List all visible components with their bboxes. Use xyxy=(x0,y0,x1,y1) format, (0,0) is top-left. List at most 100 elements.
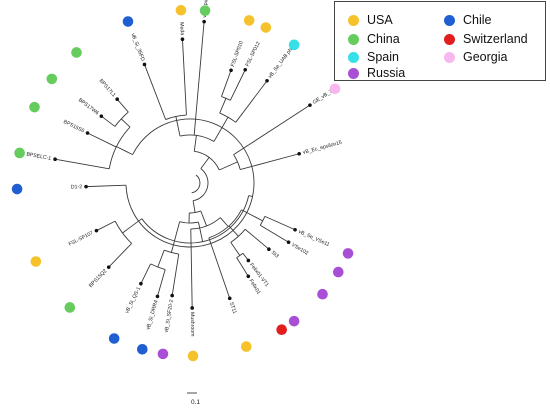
tip-node xyxy=(180,37,185,41)
tip-node xyxy=(227,296,232,301)
clade-arc xyxy=(179,221,199,224)
country-marker-usa xyxy=(30,256,42,267)
root-arc xyxy=(191,174,201,194)
leaf-label: BPS17L1 xyxy=(98,78,117,99)
clade-arc xyxy=(194,150,220,171)
country-marker-georgia xyxy=(329,83,341,95)
scale-bar-label: 0.1 xyxy=(191,399,200,406)
tip-branch xyxy=(235,80,268,123)
country-marker-chile xyxy=(108,333,120,344)
legend-label-china: China xyxy=(367,32,400,46)
clade-arc xyxy=(114,111,129,127)
country-marker-china xyxy=(64,302,76,313)
tip-node xyxy=(142,62,147,67)
tip-branch xyxy=(140,263,151,284)
tip-node xyxy=(106,265,111,269)
internal-branch xyxy=(193,91,199,136)
tip-branch xyxy=(157,269,166,297)
country-marker-china xyxy=(199,5,211,16)
clade-arc xyxy=(236,252,244,259)
leaf-label: vB_Ec_epsilon15 xyxy=(302,140,342,156)
legend-item-usa: USA xyxy=(348,12,393,28)
legend-label-russia: Russia xyxy=(367,66,406,80)
tip-node xyxy=(99,114,104,118)
tip-branch xyxy=(87,132,117,148)
internal-branch xyxy=(120,118,131,128)
tip-node xyxy=(308,103,312,107)
legend-item-chile: Chile xyxy=(444,12,492,28)
leaf-label: FSL-SP107 xyxy=(68,230,95,248)
tip-node xyxy=(297,151,301,156)
internal-branch xyxy=(219,217,229,227)
tip-branch xyxy=(260,224,289,243)
tip-node xyxy=(84,184,88,189)
clade-arc xyxy=(179,134,215,142)
internal-branch xyxy=(116,146,133,156)
tip-branch xyxy=(190,248,193,308)
clade-arc xyxy=(221,96,231,101)
internal-branch xyxy=(233,144,249,156)
scale-bar: 0.1 xyxy=(187,392,200,406)
country-marker-china xyxy=(46,73,58,85)
leaf-label: Mushroom xyxy=(189,312,195,337)
clade-arc xyxy=(114,220,132,244)
internal-branch xyxy=(170,221,181,253)
tip-node xyxy=(246,274,251,279)
tip-branch xyxy=(96,220,116,232)
leaf-label: BPS17W6 xyxy=(77,97,100,116)
leaf-label: vB_Si_DRR4 xyxy=(145,299,159,330)
country-marker-russia xyxy=(157,348,169,360)
clade-arc xyxy=(125,118,255,248)
internal-branch xyxy=(200,157,210,169)
country-marker-chile xyxy=(11,183,23,195)
country-markers xyxy=(11,4,354,362)
clade-arc xyxy=(190,217,221,230)
leaf-label: vB_Si_35FD xyxy=(129,33,145,63)
tip-branch xyxy=(101,115,116,127)
leaf-label: VSe102 xyxy=(290,242,309,257)
legend: USA China Spain Russia Chile Switzerland… xyxy=(334,1,546,81)
tip-branch xyxy=(236,257,249,277)
tip-branch xyxy=(86,184,127,188)
leaf-label: vB_Si_QS-1 xyxy=(124,286,142,314)
tip-branch xyxy=(144,64,167,120)
tip-node xyxy=(139,281,143,286)
country-marker-russia xyxy=(332,266,344,278)
legend-swatch-georgia xyxy=(444,51,455,63)
tip-branch xyxy=(208,237,231,299)
leaf-label: Felix01 xyxy=(248,278,262,295)
country-marker-russia xyxy=(342,248,354,259)
leaf-label: ST11 xyxy=(228,301,238,314)
tip-node xyxy=(53,157,57,162)
leaf-label: BPS15S6 xyxy=(62,119,85,134)
country-marker-usa xyxy=(241,341,252,352)
tip-branch xyxy=(229,69,246,101)
tip-node xyxy=(293,227,297,232)
country-marker-usa xyxy=(187,350,199,362)
internal-branch xyxy=(200,210,207,227)
internal-branch xyxy=(157,250,165,268)
legend-item-russia: Russia xyxy=(348,65,405,81)
leaf-label: FSL-SP012 xyxy=(245,41,262,68)
tip-branch xyxy=(116,98,129,113)
legend-item-switzerland: Switzerland xyxy=(444,31,528,47)
tip-branch xyxy=(171,254,180,296)
tip-branch xyxy=(221,70,232,97)
tip-branch xyxy=(264,215,296,231)
tip-node xyxy=(170,293,174,298)
clade-arc xyxy=(259,216,266,226)
legend-label-switzerland: Switzerland xyxy=(463,32,528,46)
internal-branch xyxy=(230,242,241,256)
country-marker-russia xyxy=(317,288,328,300)
country-marker-russia xyxy=(288,315,300,327)
country-marker-switzerland xyxy=(276,324,287,336)
tip-node xyxy=(94,228,99,233)
country-marker-usa xyxy=(260,22,272,33)
leaf-label: Meda xyxy=(178,22,185,35)
internal-branch xyxy=(248,195,253,197)
tip-node xyxy=(265,78,269,83)
country-marker-chile xyxy=(137,344,148,355)
clade-arc xyxy=(165,114,187,120)
internal-branch xyxy=(213,116,229,142)
